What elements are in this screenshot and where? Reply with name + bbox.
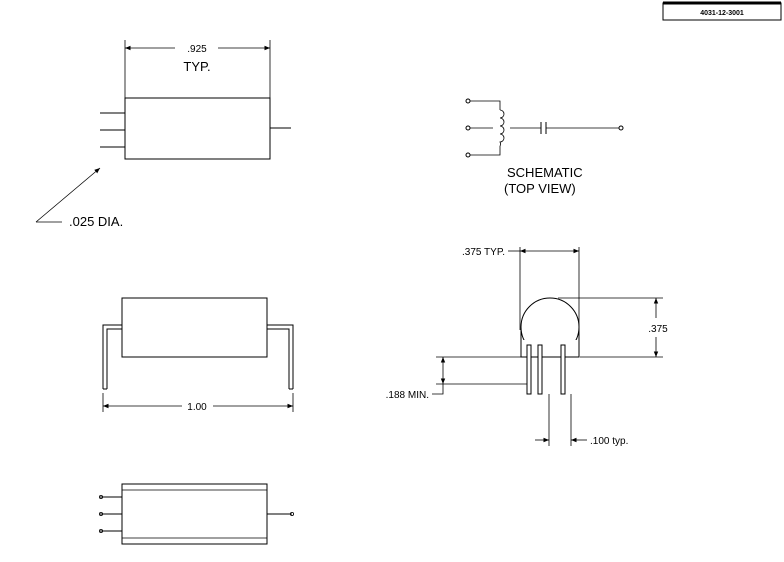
terminal-3	[465, 152, 471, 158]
wire-top	[470, 100, 501, 110]
pin-1-end	[99, 494, 104, 499]
dim-pitch-label: .100 typ.	[590, 436, 628, 447]
end-collar	[520, 327, 580, 358]
terminal-output	[618, 125, 624, 131]
pin-3-end	[99, 529, 104, 534]
bottom-view	[99, 483, 294, 545]
dim-length-label: 1.00	[187, 402, 207, 413]
top-view: .925 TYP. .025 DIA.	[35, 40, 291, 229]
dim-diameter-label: .375 TYP.	[462, 247, 505, 258]
wire-bottom	[470, 146, 501, 156]
dim-height-label: .375	[648, 324, 668, 335]
terminal-2	[465, 125, 471, 131]
side-view: 1.00	[102, 297, 294, 413]
pin-diameter-label: .025 DIA.	[69, 214, 123, 229]
side-body	[121, 297, 268, 358]
lead-left-outer	[102, 324, 125, 389]
schematic: SCHEMATIC (TOP VIEW)	[465, 98, 624, 196]
pin-2-end	[99, 512, 104, 517]
dim-length-label: .925	[187, 44, 207, 55]
end-lead-2	[537, 344, 543, 395]
schematic-subtitle: (TOP VIEW)	[504, 181, 576, 196]
bottom-body	[121, 483, 268, 545]
leader-arrow	[35, 167, 101, 223]
end-lead-1	[526, 344, 532, 395]
schematic-title: SCHEMATIC	[507, 165, 583, 180]
pin-right-end	[289, 512, 294, 517]
dim-typ-label: TYP.	[183, 59, 210, 74]
dim-lead-min-label: .188 MIN.	[386, 390, 429, 401]
lead-right-outer	[267, 324, 294, 389]
component-body	[124, 97, 271, 160]
part-number-block: 4031-12-3001	[662, 1, 782, 21]
lead-dim-leader	[432, 384, 444, 395]
terminal-1	[465, 98, 471, 104]
end-lead-3	[560, 344, 566, 395]
part-number: 4031-12-3001	[700, 10, 744, 17]
lead-left-inner	[106, 328, 125, 389]
end-view: .375 TYP. .375 .188 MIN. .100 typ.	[386, 247, 668, 447]
lead-right-inner	[267, 328, 290, 389]
inductor-coil	[499, 109, 505, 147]
